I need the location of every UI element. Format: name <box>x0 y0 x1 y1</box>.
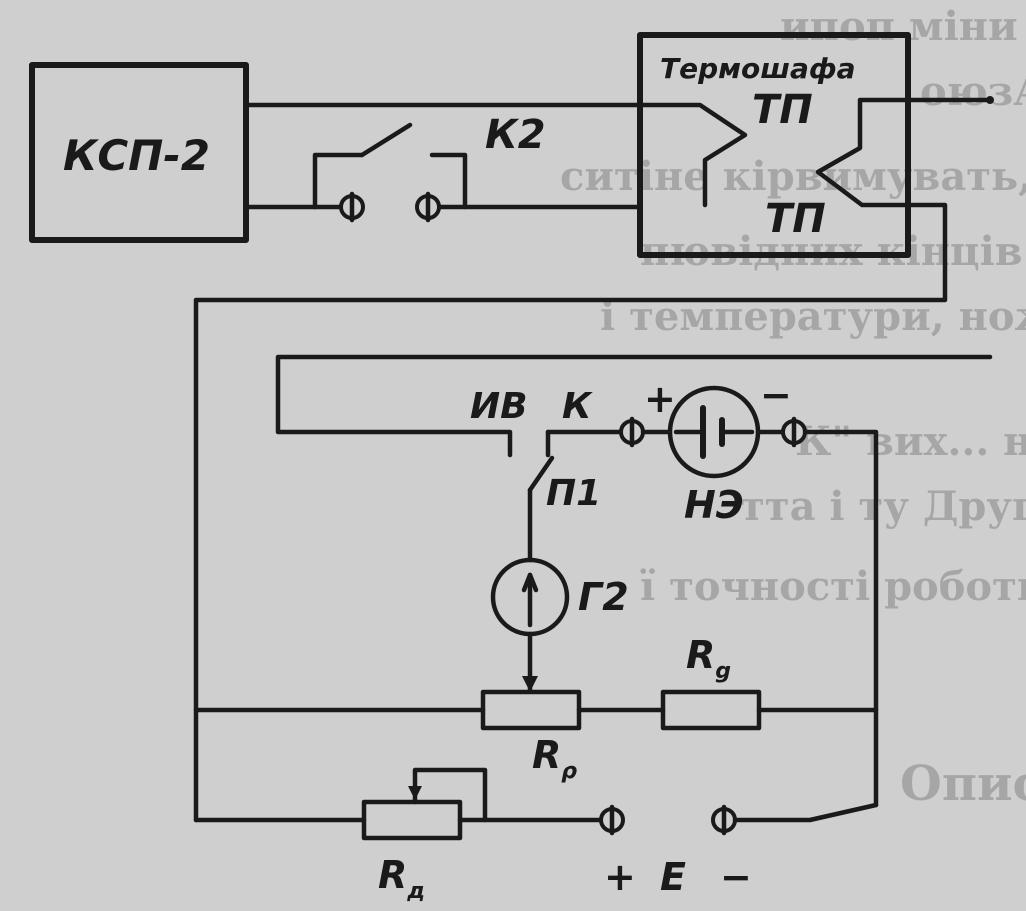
normal-element: + − НЭ <box>619 373 879 808</box>
resistor-rd <box>361 799 463 841</box>
thermostat-label: Термошафа <box>660 52 856 85</box>
tp-top-label: ТП <box>752 87 813 133</box>
top-wiring: К2 <box>243 96 994 210</box>
bg-line-0: ипоп міни повідомле <box>780 3 1026 50</box>
resistor-chain: Rg Rρ <box>193 633 879 784</box>
rp-label: Rρ <box>532 733 577 784</box>
k2-label: К2 <box>485 112 546 158</box>
iv-label: ИВ <box>470 386 528 427</box>
rd-label: Rд <box>378 853 425 904</box>
bg-line-2: ситіне кірвимувать, трудну <box>560 153 1026 200</box>
e-plus-sign: + <box>604 855 636 899</box>
resistor-rg <box>660 689 762 731</box>
thermostat-cabinet: Термошафа ТП ТП <box>637 32 911 258</box>
thermocouple-2 <box>815 97 911 208</box>
background-text: ипоп міни повідомле оюзА... перевіряють … <box>560 3 1026 812</box>
p1-switch-blade <box>527 455 555 493</box>
iv-wire <box>275 354 993 458</box>
ksp2-label: КСП-2 <box>63 131 210 180</box>
ne-label: НЭ <box>684 483 744 527</box>
k2-terminals <box>339 191 441 223</box>
bg-line-6: тта і ту Друге пожди <box>740 483 1026 530</box>
k-label: К <box>562 386 593 427</box>
bg-line-3: пювідних кінців термопари, прив <box>640 228 1026 275</box>
bg-line-7: ї точності роботи потенціомет <box>640 563 1026 610</box>
thermocouple-return-wire <box>193 202 948 823</box>
ksp2-block: КСП-2 <box>29 62 249 243</box>
bg-line-5: К" вих... нової вкладених ( <box>795 418 1026 465</box>
bg-line-1: оюзА... перевіряють мілівольтмет <box>920 68 1026 115</box>
thermocouple-1 <box>637 102 748 208</box>
rg-label: Rg <box>686 633 731 684</box>
e-label: E <box>660 855 686 899</box>
tp-bottom-label: ТП <box>765 196 826 242</box>
k2-switch-blade <box>359 122 413 158</box>
bottom-circuit: Rд + E − <box>193 767 879 904</box>
g2-label: Г2 <box>578 575 629 619</box>
bg-line-8: Опис лабораторного с <box>900 756 1026 812</box>
p1-label: П1 <box>546 473 601 514</box>
e-minus-sign: − <box>720 855 752 899</box>
ne-plus-sign: + <box>644 377 676 421</box>
ne-minus-sign: − <box>760 373 792 417</box>
resistor-rp <box>480 689 582 731</box>
galvanometer-g2: Г2 <box>490 557 629 693</box>
